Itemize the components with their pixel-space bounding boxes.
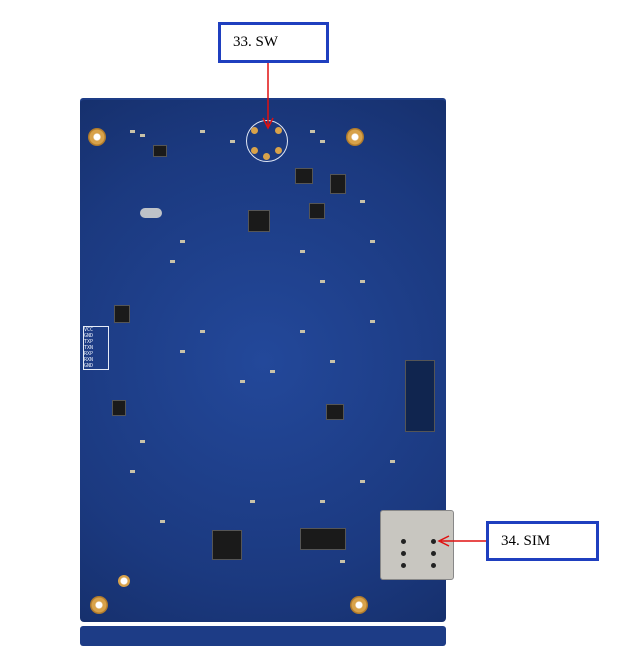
ic-chip: [330, 174, 346, 194]
ic-chip: [309, 203, 325, 219]
sw-label-box: 33. SW: [218, 22, 329, 63]
sw-arrowhead-icon: [262, 117, 274, 130]
pcb-board-bottom-strip: [80, 626, 446, 646]
mounting-hole: [118, 575, 130, 587]
ic-chip: [212, 530, 242, 560]
mounting-hole: [90, 596, 108, 614]
ic-chip: [300, 528, 346, 550]
sw-label: 33. SW: [233, 34, 278, 50]
crystal: [140, 208, 162, 218]
sim-card-slot: [380, 510, 454, 580]
ic-chip: [248, 210, 270, 232]
connector: [405, 360, 435, 432]
mounting-hole: [346, 128, 364, 146]
ic-chip: [153, 145, 167, 157]
ic-chip: [326, 404, 344, 420]
mounting-hole: [350, 596, 368, 614]
ic-chip: [295, 168, 313, 184]
sim-label-box: 34. SIM: [486, 521, 599, 561]
sim-label: 34. SIM: [501, 532, 551, 549]
sim-arrowhead-icon: [437, 535, 450, 547]
mounting-hole: [88, 128, 106, 146]
ic-chip: [114, 305, 130, 323]
ic-chip: [112, 400, 126, 416]
sw-footprint: [246, 120, 288, 162]
